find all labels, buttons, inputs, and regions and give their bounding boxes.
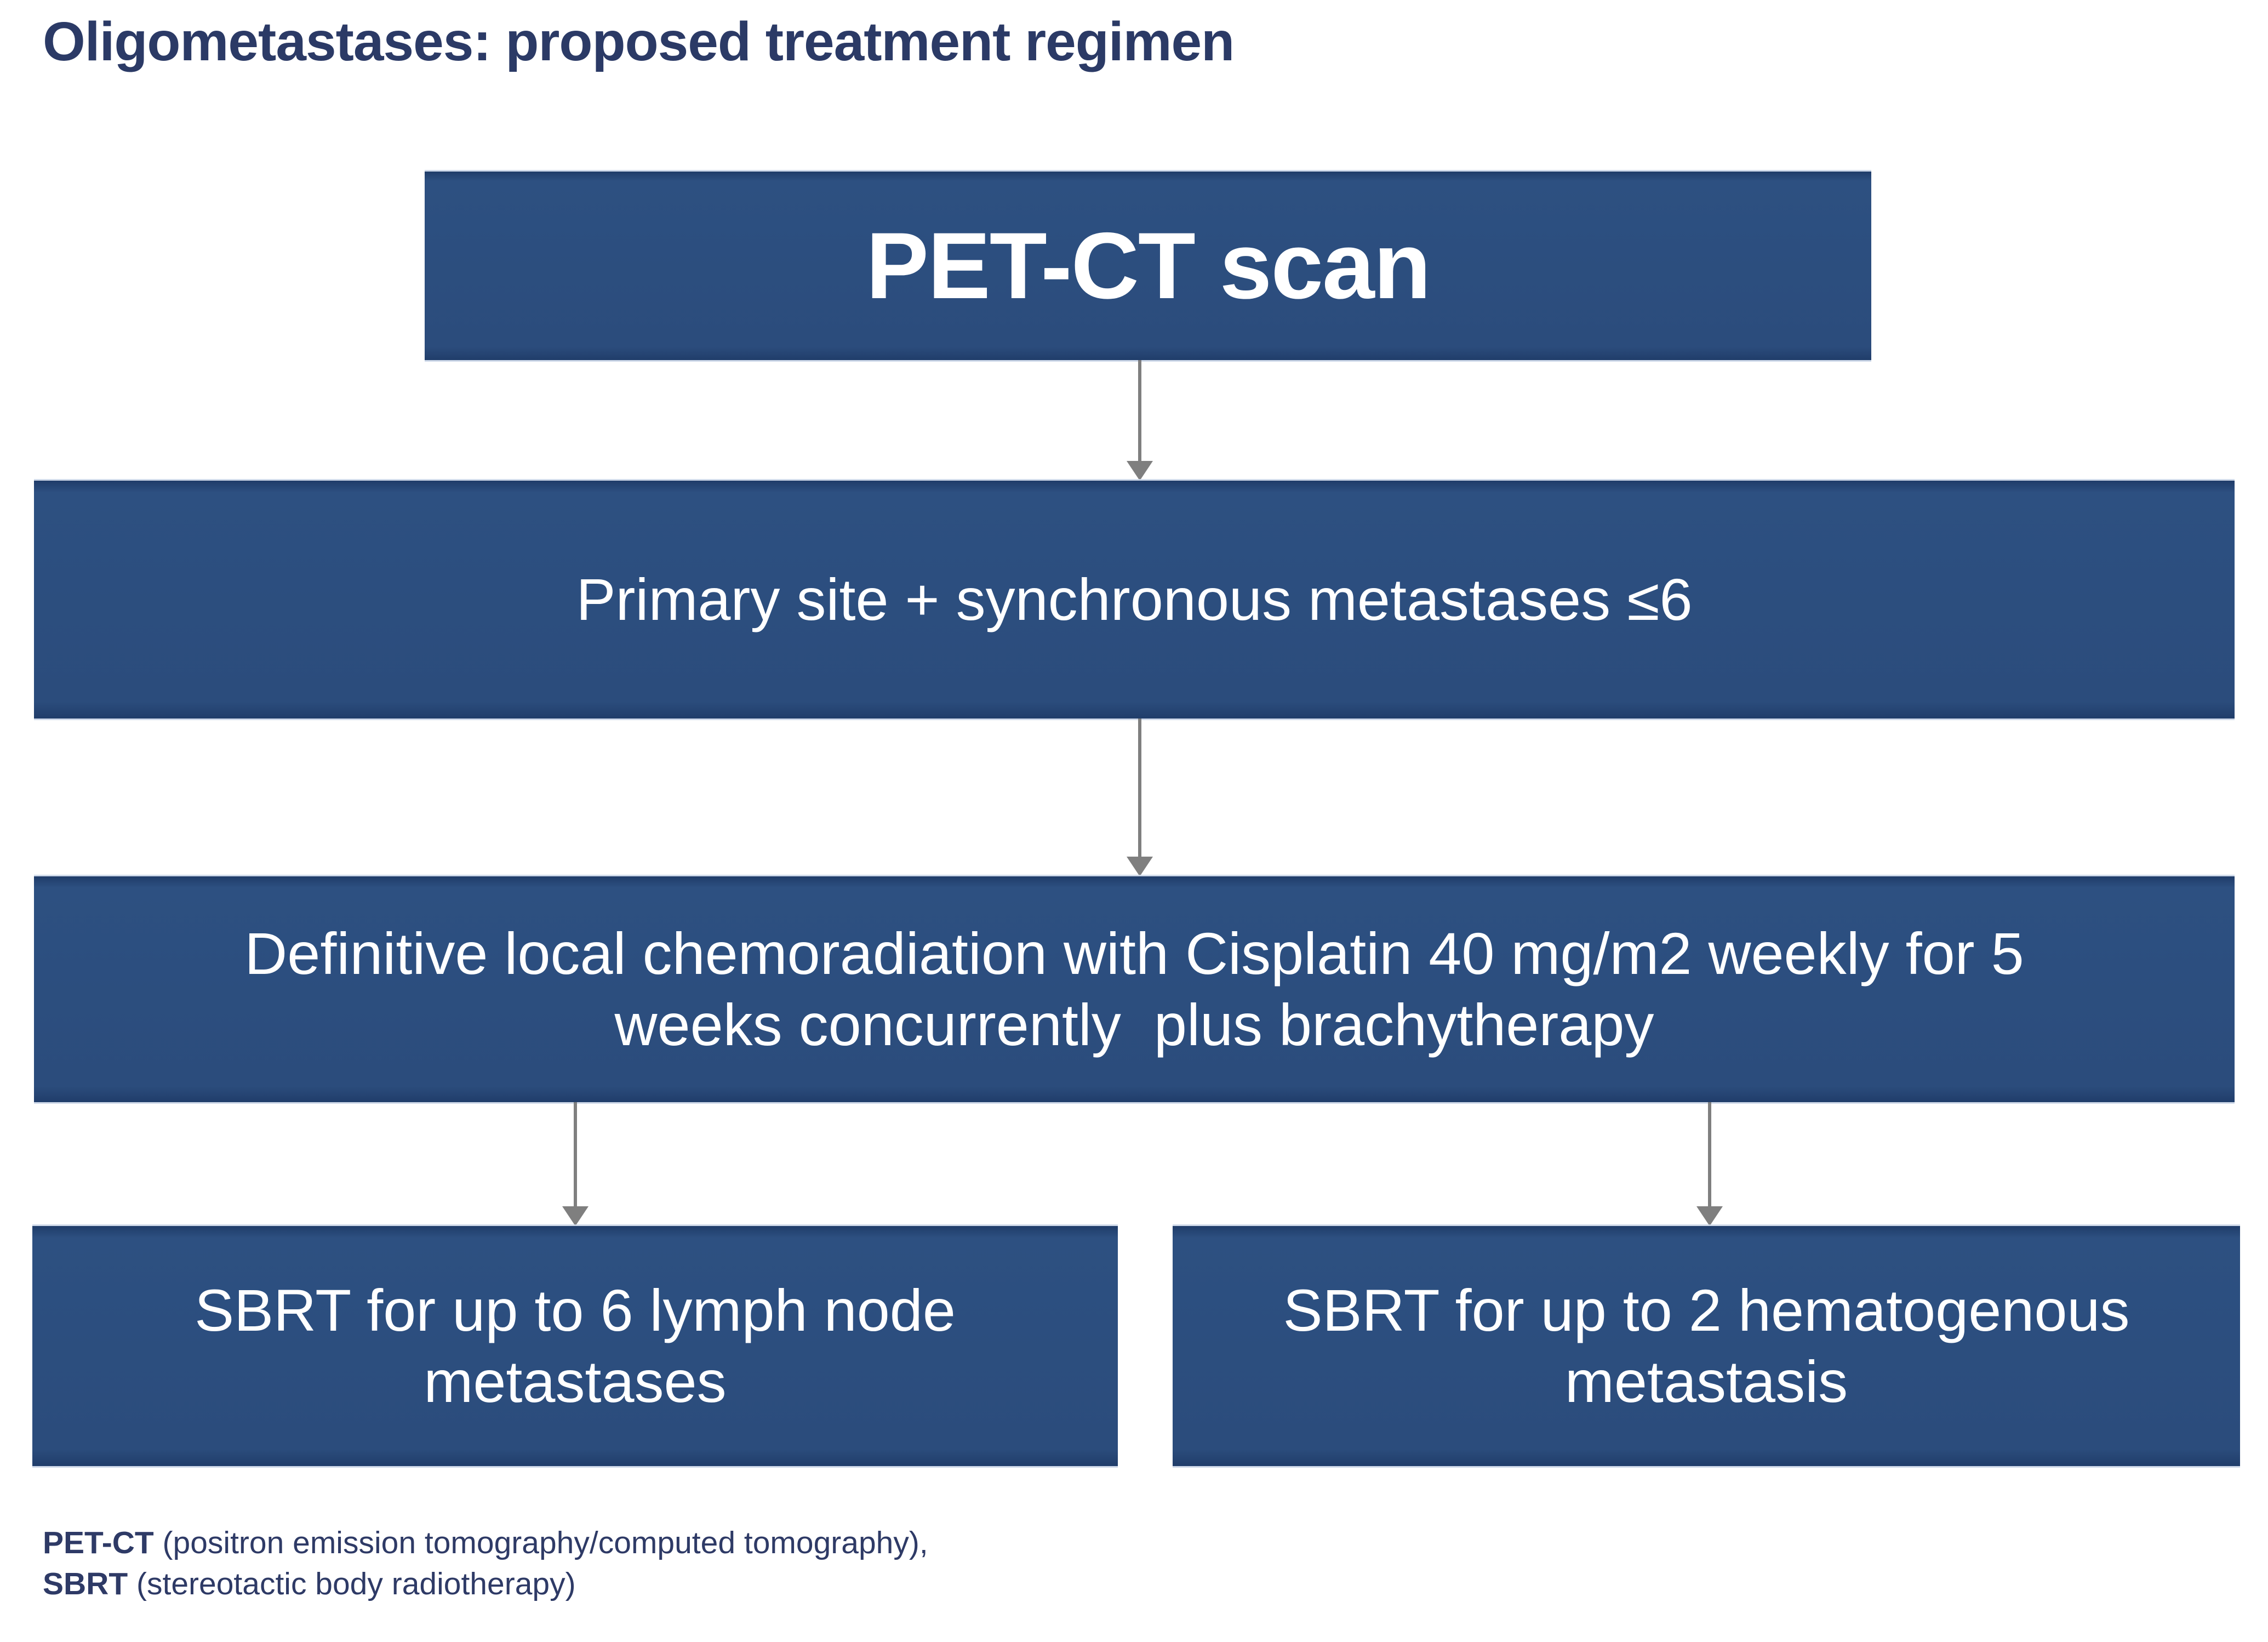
flow-node-chemoradiation: Definitive local chemoradiation with Cis… — [34, 876, 2235, 1102]
footnote-line-sbrt: SBRT (stereotactic body radiotherapy) — [43, 1564, 928, 1605]
arrow-shaft — [1138, 719, 1141, 858]
footnote-abbr: PET-CT — [43, 1525, 154, 1560]
arrow-down-icon — [1123, 360, 1156, 481]
arrow-shaft — [1138, 360, 1141, 462]
footnotes: PET-CT (positron emission tomography/com… — [43, 1523, 928, 1605]
node-label-line-1: Definitive local chemoradiation with Cis… — [244, 920, 2024, 987]
footnote-definition: (stereotactic body radiotherapy) — [128, 1566, 576, 1602]
node-label-line-2: metastases — [424, 1348, 727, 1415]
flow-node-primary-site: Primary site + synchronous metastases ≤6 — [34, 481, 2235, 719]
arrowhead-icon — [562, 1206, 589, 1226]
flow-node-sbrt-lymph-node: SBRT for up to 6 lymph node metastases — [32, 1226, 1118, 1466]
arrowhead-icon — [1696, 1206, 1723, 1226]
flow-node-sbrt-hematogenous: SBRT for up to 2 hematogenous metastasis — [1173, 1226, 2240, 1466]
arrow-shaft — [1708, 1102, 1711, 1207]
arrow-shaft — [574, 1102, 577, 1207]
footnote-definition: (positron emission tomography/computed t… — [153, 1525, 928, 1560]
arrow-down-icon — [1693, 1102, 1726, 1226]
flow-node-petct-scan: PET-CT scan — [425, 172, 1871, 360]
arrowhead-icon — [1127, 857, 1153, 876]
footnote-line-petct: PET-CT (positron emission tomography/com… — [43, 1523, 928, 1564]
footnote-abbr: SBRT — [43, 1566, 128, 1602]
node-label-line-2: weeks concurrently plus brachytherapy — [614, 991, 1654, 1058]
node-label-line-1: SBRT for up to 2 hematogenous — [1283, 1277, 2130, 1344]
arrowhead-icon — [1127, 461, 1153, 481]
node-label-line-2: metastasis — [1564, 1348, 1848, 1415]
page-title: Oligometastases: proposed treatment regi… — [43, 11, 1235, 72]
node-label: PET-CT scan — [866, 213, 1431, 318]
arrow-down-icon — [559, 1102, 592, 1226]
node-label-line-1: SBRT for up to 6 lymph node — [195, 1277, 956, 1344]
node-label: Primary site + synchronous metastases ≤6 — [576, 566, 1693, 633]
arrow-down-icon — [1123, 719, 1156, 876]
